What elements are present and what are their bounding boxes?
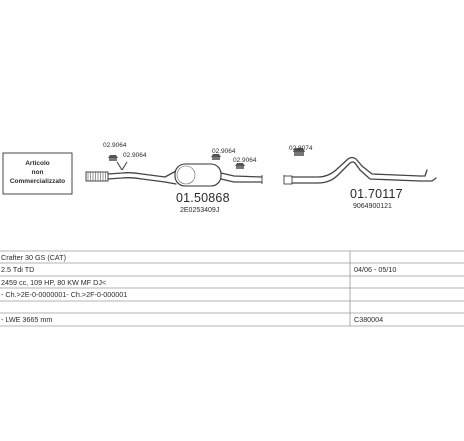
info-row-left: - Ch.>2E-0-0000001- Ch.>2F-0-000001 <box>1 290 127 299</box>
info-row-left: 2.5 Tdi TD <box>1 265 34 274</box>
part-label: 02.9064 <box>233 157 257 164</box>
clamp-icon <box>116 161 128 171</box>
front-muffler-oem: 2E0253409J <box>180 207 219 214</box>
info-row-left: - LWE 3665 mm <box>1 315 52 324</box>
note-line-2: non <box>32 169 44 176</box>
note-line-3: Commercializzato <box>10 178 65 185</box>
clamp-icon <box>235 163 245 169</box>
rear-muffler-oem: 9064900121 <box>353 203 392 210</box>
info-row-right: C380004 <box>354 315 383 324</box>
info-row-left: Crafter 30 GS (CAT) <box>1 253 66 262</box>
clamp-icon <box>211 154 221 160</box>
front-pipe-section <box>85 171 166 183</box>
vehicle-info-table: Crafter 30 GS (CAT) 2.5 Tdi TD 04/06 - 0… <box>0 250 464 327</box>
info-row-right: 04/06 - 05/10 <box>354 265 396 274</box>
part-label: 02.9064 <box>103 142 127 149</box>
not-sold-note: Articolo non Commercializzato <box>2 152 73 195</box>
info-row-left: 2459 cc, 109 HP, 80 KW MF DJ< <box>1 278 106 287</box>
part-label: 02.9064 <box>212 148 236 155</box>
rear-pipe-section <box>291 156 437 184</box>
clamp-icon <box>108 155 118 161</box>
note-line-1: Articolo <box>25 160 50 167</box>
rear-muffler-number: 01.70117 <box>350 187 403 201</box>
part-label: 02.9064 <box>123 152 147 159</box>
part-label: 02.8074 <box>289 145 313 152</box>
front-muffler-number: 01.50868 <box>176 191 230 205</box>
section-joint <box>261 175 293 185</box>
clamp-icon <box>293 148 305 156</box>
front-muffler <box>164 163 263 187</box>
